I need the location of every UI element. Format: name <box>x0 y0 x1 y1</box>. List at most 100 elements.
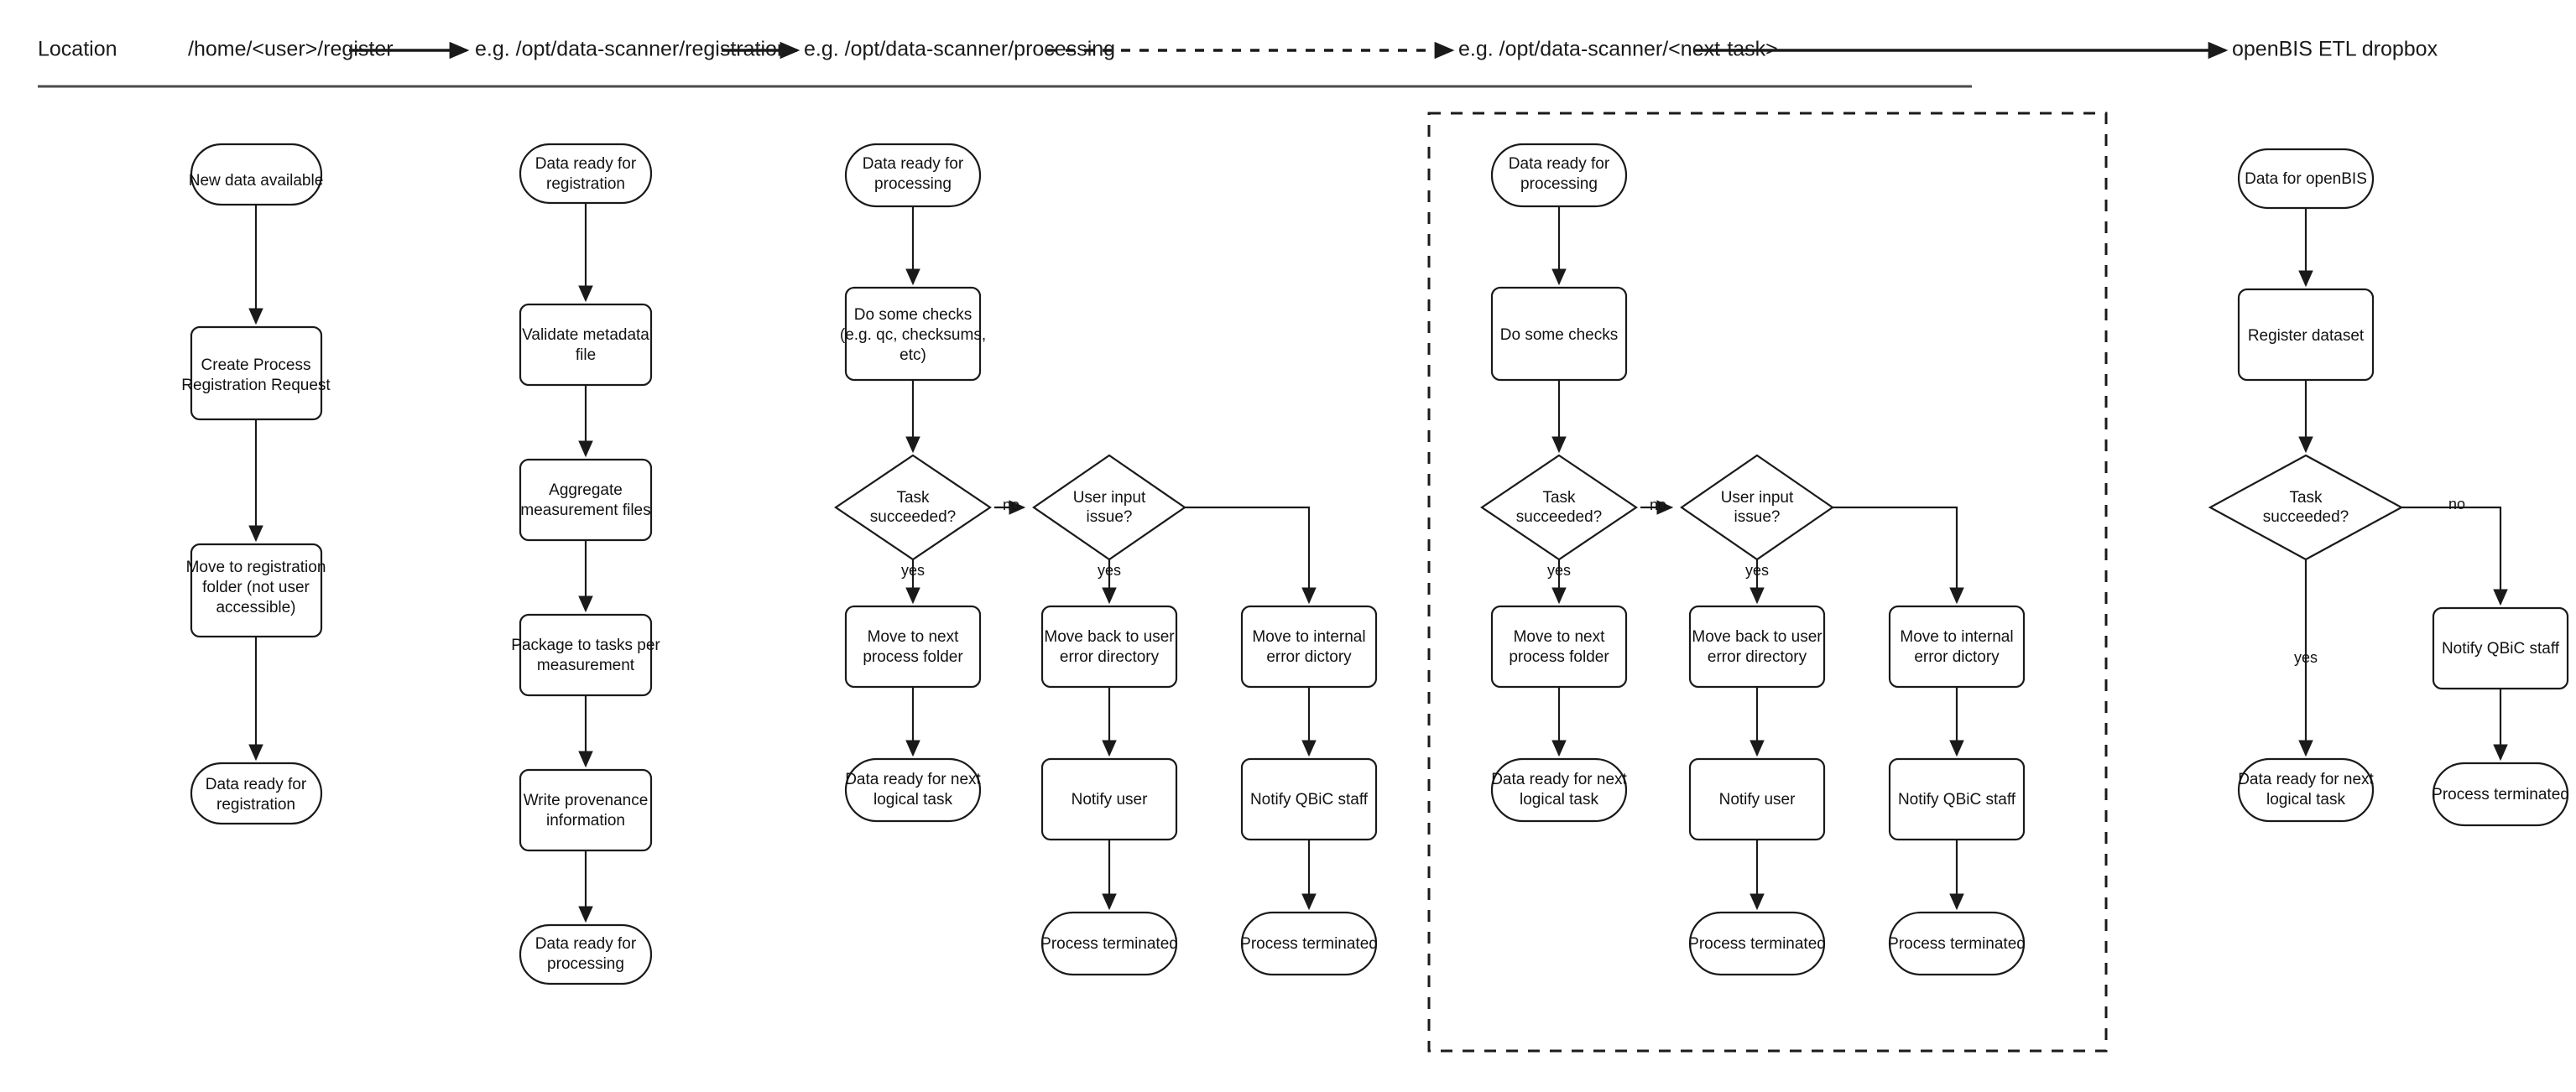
node-c2-n4[interactable]: Package to tasks per measurement <box>511 613 660 697</box>
next-task-group-box <box>1427 112 2108 1053</box>
terminator-shape <box>1888 911 2026 976</box>
edge-label-no: no <box>1003 497 1019 513</box>
node-c3-n7[interactable]: Move to internal error dictory <box>1240 605 1378 689</box>
terminator-shape <box>1240 911 1378 976</box>
edge-label-yes: yes <box>1547 562 1571 579</box>
node-c2-n6[interactable]: Data ready for processing <box>519 923 653 985</box>
node-c4-n2[interactable]: Do some checks <box>1490 286 1628 382</box>
terminator-shape <box>1490 757 1628 823</box>
node-c3-n3[interactable]: Task succeeded? <box>834 454 992 561</box>
node-label-line-0: Data ready for <box>1509 155 1610 173</box>
node-c4-n11[interactable]: Process terminated <box>1688 911 1826 976</box>
node-label-line-1: issue? <box>1087 508 1133 526</box>
node-c4-n10[interactable]: Notify QBiC staff <box>1888 757 2026 841</box>
node-c1-n2[interactable]: Create Process Registration Request <box>181 325 331 421</box>
node-label-line-0: Notify user <box>1072 791 1148 809</box>
edge-label-no: no <box>2448 496 2465 512</box>
node-c5-n1[interactable]: Data for openBIS <box>2237 148 2375 210</box>
edge-c5-n3-n5-no <box>2401 506 2508 606</box>
node-c4-n8[interactable]: Data ready for next logical task <box>1490 757 1628 823</box>
node-c3-n11[interactable]: Process terminated <box>1040 911 1178 976</box>
node-label-line-0: Data for openBIS <box>2245 170 2367 188</box>
edge-label-yes: yes <box>2294 649 2318 666</box>
header-row-label: Location <box>38 38 117 61</box>
node-c2-n5[interactable]: Write provenance information <box>519 768 653 852</box>
process-shape <box>519 458 653 542</box>
node-label-line-1: succeeded? <box>870 508 956 526</box>
decision-shape <box>1480 454 1638 561</box>
node-c1-n1[interactable]: New data available <box>189 143 324 206</box>
node-c3-n4[interactable]: User input issue? <box>1032 454 1186 561</box>
node-label-line-0: New data available <box>189 172 324 190</box>
node-label-line-2: accessible) <box>216 599 295 616</box>
node-c3-n10[interactable]: Notify QBiC staff <box>1240 757 1378 841</box>
process-shape <box>844 605 982 689</box>
node-label-line-0: Notify QBiC staff <box>1898 791 2016 809</box>
node-label-line-0: Aggregate <box>549 481 623 499</box>
node-label-line-0: Process terminated <box>1688 935 1826 953</box>
node-c4-n9[interactable]: Notify user <box>1688 757 1826 841</box>
column-openbis: Data for openBIS Register dataset Task s… <box>2208 148 2569 827</box>
decision-shape <box>2208 454 2404 561</box>
node-c4-n3[interactable]: Task succeeded? <box>1480 454 1638 561</box>
node-label-line-0: Data ready for <box>535 155 637 173</box>
process-shape <box>1490 605 1628 689</box>
node-label-line-1: registration <box>546 175 625 193</box>
node-label-line-0: Move to internal <box>1900 628 2013 646</box>
node-label-line-1: process folder <box>1509 648 1609 666</box>
node-label-line-0: Process terminated <box>1040 935 1178 953</box>
node-label-line-0: Package to tasks per <box>511 637 660 654</box>
header-location-4: openBIS ETL dropbox <box>2232 38 2438 61</box>
node-c3-n1[interactable]: Data ready for processing <box>844 143 982 208</box>
process-shape <box>1688 605 1826 689</box>
node-c5-n2[interactable]: Register dataset <box>2237 288 2375 382</box>
node-c5-n5[interactable]: Notify QBiC staff <box>2432 606 2569 690</box>
decision-shape <box>834 454 992 561</box>
node-label-line-0: Data ready for <box>206 776 307 793</box>
node-label-line-0: Do some checks <box>1500 326 1618 344</box>
node-label-line-0: Data ready for <box>863 155 964 173</box>
node-c3-n12[interactable]: Process terminated <box>1240 911 1378 976</box>
node-c4-n7[interactable]: Move to internal error dictory <box>1888 605 2026 689</box>
node-label-line-1: Registration Request <box>181 377 331 394</box>
node-label-line-0: Data ready for next <box>845 771 981 788</box>
node-label-line-0: Process terminated <box>1888 935 2026 953</box>
terminator-shape <box>2237 757 2375 823</box>
node-c1-n3[interactable]: Move to registration folder (not user ac… <box>186 543 326 638</box>
terminator-shape <box>1040 911 1178 976</box>
node-c5-n4[interactable]: Data ready for next logical task <box>2237 757 2375 823</box>
node-c2-n2[interactable]: Validate metadata file <box>519 303 653 387</box>
node-label-line-0: Process terminated <box>1240 935 1378 953</box>
node-c4-n6[interactable]: Move back to user error directory <box>1688 605 1826 689</box>
node-c2-n1[interactable]: Data ready for registration <box>519 143 653 205</box>
node-label-line-1: folder (not user <box>202 579 310 596</box>
node-label-line-0: Process terminated <box>2432 786 2569 803</box>
node-label-line-1: succeeded? <box>2263 508 2349 526</box>
node-label-line-1: measurement files <box>520 502 650 519</box>
node-c4-n4[interactable]: User input issue? <box>1680 454 1834 561</box>
terminator-shape <box>1688 911 1826 976</box>
node-c4-n1[interactable]: Data ready for processing <box>1490 143 1628 208</box>
node-label-line-1: error directory <box>1060 648 1160 666</box>
node-c4-n12[interactable]: Process terminated <box>1888 911 2026 976</box>
node-c4-n5[interactable]: Move to next process folder <box>1490 605 1628 689</box>
node-c3-n8[interactable]: Data ready for next logical task <box>844 757 982 823</box>
node-label-line-0: Move to next <box>1514 628 1605 646</box>
node-c2-n3[interactable]: Aggregate measurement files <box>519 458 653 542</box>
node-c3-n5[interactable]: Move to next process folder <box>844 605 982 689</box>
node-label-line-1: measurement <box>537 657 635 674</box>
node-label-line-1: (e.g. qc, checksums, <box>840 326 986 344</box>
node-c1-n4[interactable]: Data ready for registration <box>190 762 323 825</box>
node-c5-n3[interactable]: Task succeeded? <box>2208 454 2404 561</box>
terminator-shape <box>519 923 653 985</box>
node-label-line-1: file <box>576 346 596 364</box>
node-label-line-1: processing <box>547 955 624 973</box>
node-c3-n9[interactable]: Notify user <box>1040 757 1178 841</box>
node-c5-n6[interactable]: Process terminated <box>2432 762 2569 827</box>
column-register: New data available Create Process Regist… <box>181 143 331 825</box>
process-shape <box>1040 605 1178 689</box>
node-c3-n6[interactable]: Move back to user error directory <box>1040 605 1178 689</box>
process-shape <box>1888 605 2026 689</box>
node-c3-n2[interactable]: Do some checks (e.g. qc, checksums, etc) <box>840 286 986 382</box>
